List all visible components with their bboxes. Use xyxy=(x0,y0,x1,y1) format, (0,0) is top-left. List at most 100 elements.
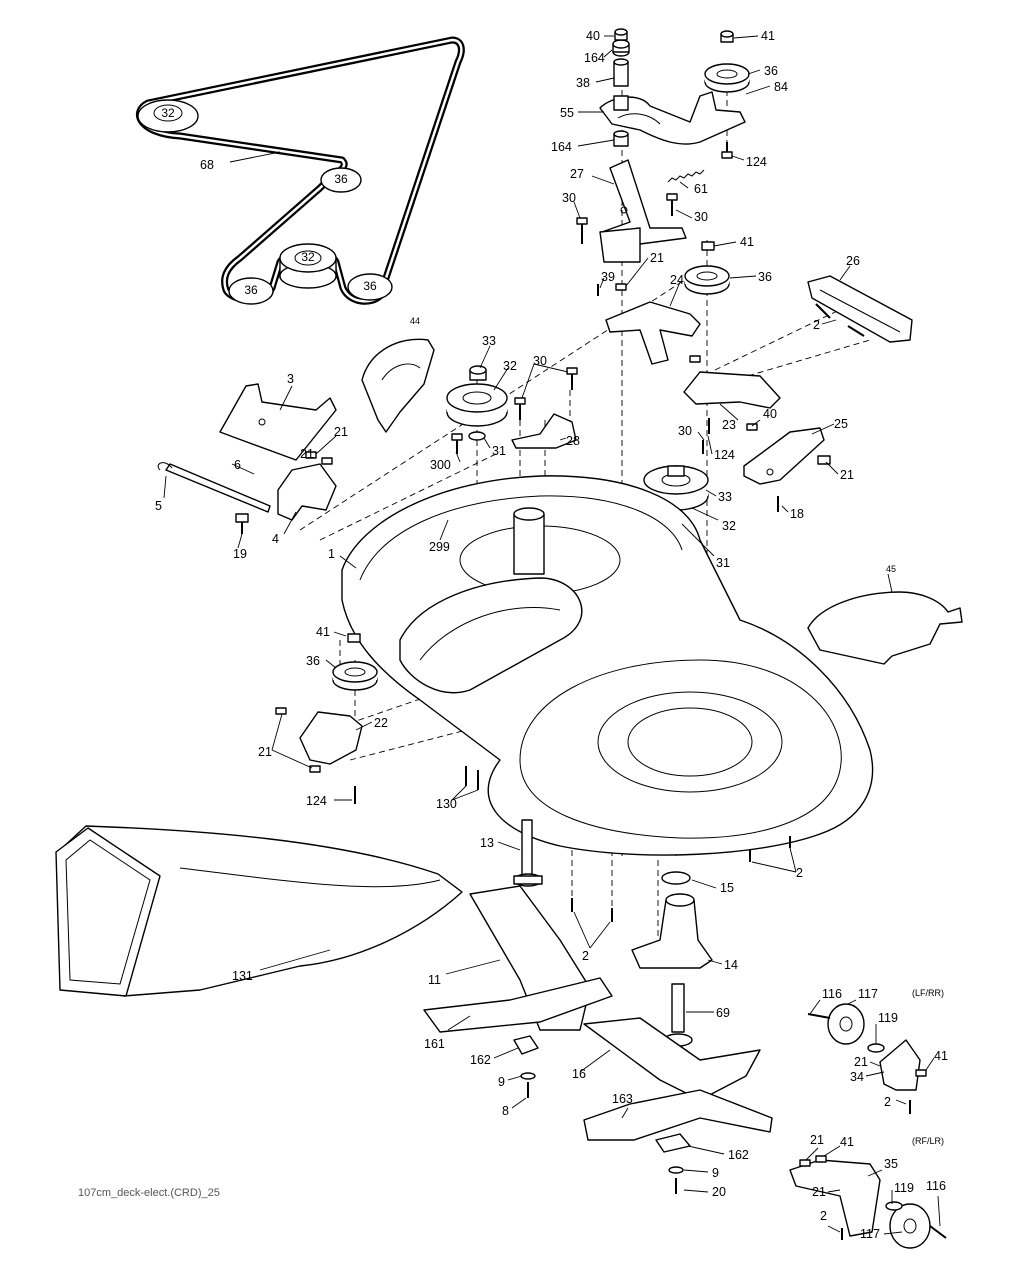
callout-5: 5 xyxy=(155,499,162,513)
bracket-26 xyxy=(807,275,913,343)
nut-21-upper xyxy=(615,283,627,291)
callout-25: 25 xyxy=(834,417,848,431)
callout-40: 40 xyxy=(586,29,600,43)
nuts-21-bracket22 xyxy=(275,707,321,773)
callout-21: 21 xyxy=(258,745,272,759)
nut-41-mid xyxy=(701,241,715,251)
bracket-22 xyxy=(299,711,363,765)
callout-24: 24 xyxy=(670,273,684,287)
pulley-label: 36 xyxy=(363,279,377,293)
callout-36: 36 xyxy=(306,654,320,668)
bearing-15 xyxy=(661,871,691,885)
callout-41: 41 xyxy=(740,235,754,249)
callout-300: 300 xyxy=(430,458,451,472)
bolt-19 xyxy=(235,513,249,534)
callout-35: 35 xyxy=(884,1157,898,1171)
callout-299: 299 xyxy=(429,540,450,554)
pulley-36-left xyxy=(332,661,378,691)
callout-19: 19 xyxy=(233,547,247,561)
callout-2: 2 xyxy=(582,949,589,963)
bushing-164-top xyxy=(612,39,630,57)
plate-23 xyxy=(683,371,781,409)
callout-164: 164 xyxy=(551,140,572,154)
callout-45: 45 xyxy=(886,564,896,574)
bracket-4 xyxy=(277,463,337,521)
callout-4: 4 xyxy=(272,532,279,546)
variant-label-lf-rr: (LF/RR) xyxy=(912,988,944,998)
bolt-162-right xyxy=(655,1133,691,1153)
callout-6: 6 xyxy=(234,458,241,472)
callout-164: 164 xyxy=(584,51,605,65)
washer-9-left xyxy=(520,1072,536,1080)
bracket-25 xyxy=(743,427,825,485)
drawing-code-footer: 107cm_deck-elect.(CRD)_25 xyxy=(78,1187,220,1199)
pulley-36-mid xyxy=(684,265,730,295)
callout-21: 21 xyxy=(650,251,664,265)
callout-21: 21 xyxy=(810,1133,824,1147)
callout-84: 84 xyxy=(774,80,788,94)
callout-61: 61 xyxy=(694,182,708,196)
callout-41: 41 xyxy=(840,1135,854,1149)
callout-69: 69 xyxy=(716,1006,730,1020)
deck-housing-1 xyxy=(341,475,874,856)
callout-33: 33 xyxy=(718,490,732,504)
callout-40: 40 xyxy=(763,407,777,421)
callout-119: 119 xyxy=(894,1181,914,1195)
belt-pulley-36-lower-left: 36 xyxy=(228,277,274,305)
callout-21: 21 xyxy=(334,425,348,439)
nut-33-top xyxy=(469,365,487,381)
callout-9: 9 xyxy=(498,1075,505,1089)
belt-pulley-36-lower-right: 36 xyxy=(347,273,393,301)
callout-3: 3 xyxy=(287,372,294,386)
callout-15: 15 xyxy=(720,881,734,895)
pulley-33-right xyxy=(643,465,709,511)
callout-44: 44 xyxy=(410,316,420,326)
nut-21-bracket25 xyxy=(817,455,831,465)
bolts-130 xyxy=(465,766,479,790)
callout-130: 130 xyxy=(436,797,457,811)
spring-61 xyxy=(667,169,705,183)
discharge-chute-131 xyxy=(55,825,463,997)
callout-31: 31 xyxy=(716,556,730,570)
callout-124: 124 xyxy=(306,794,327,808)
nut-41-top xyxy=(720,30,734,43)
spindle-housing-14 xyxy=(631,893,713,969)
callout-30: 30 xyxy=(562,191,576,205)
wheel-assembly-rear xyxy=(789,1155,947,1249)
callout-30: 30 xyxy=(678,424,692,438)
bolt-30-left xyxy=(576,217,588,244)
bracket-3 xyxy=(219,383,337,461)
callout-2: 2 xyxy=(813,318,820,332)
callout-28: 28 xyxy=(566,434,580,448)
nut-40-top xyxy=(614,28,628,41)
bushing-164-lower xyxy=(613,130,629,147)
callout-30: 30 xyxy=(533,354,547,368)
belt-pulley-32-top: 32 xyxy=(137,99,199,133)
callout-26: 26 xyxy=(846,254,860,268)
spacer-38 xyxy=(613,58,629,87)
callout-124: 124 xyxy=(714,448,735,462)
callout-21: 21 xyxy=(300,447,314,461)
callout-38: 38 xyxy=(576,76,590,90)
bracket-24 xyxy=(605,301,701,365)
callout-41: 41 xyxy=(934,1049,948,1063)
callout-33: 33 xyxy=(482,334,496,348)
pulley-label: 36 xyxy=(244,283,258,297)
callout-41: 41 xyxy=(316,625,330,639)
callout-2: 2 xyxy=(884,1095,891,1109)
pulley-label: 32 xyxy=(301,250,315,264)
clip-5 xyxy=(157,462,173,471)
callout-23: 23 xyxy=(722,418,736,432)
callout-2: 2 xyxy=(820,1209,827,1223)
callout-8: 8 xyxy=(502,1104,509,1118)
bolt-162-left xyxy=(513,1035,539,1055)
callout-162: 162 xyxy=(728,1148,749,1162)
callout-55: 55 xyxy=(560,106,574,120)
belt-routing-inset: 32 36 32 36 36 xyxy=(135,36,465,305)
bolts-2-center xyxy=(571,836,791,922)
idler-arm-55 xyxy=(599,91,746,145)
callout-162: 162 xyxy=(470,1053,491,1067)
callout-116: 116 xyxy=(822,987,842,1001)
callout-21: 21 xyxy=(840,468,854,482)
pulley-label: 32 xyxy=(161,106,175,120)
